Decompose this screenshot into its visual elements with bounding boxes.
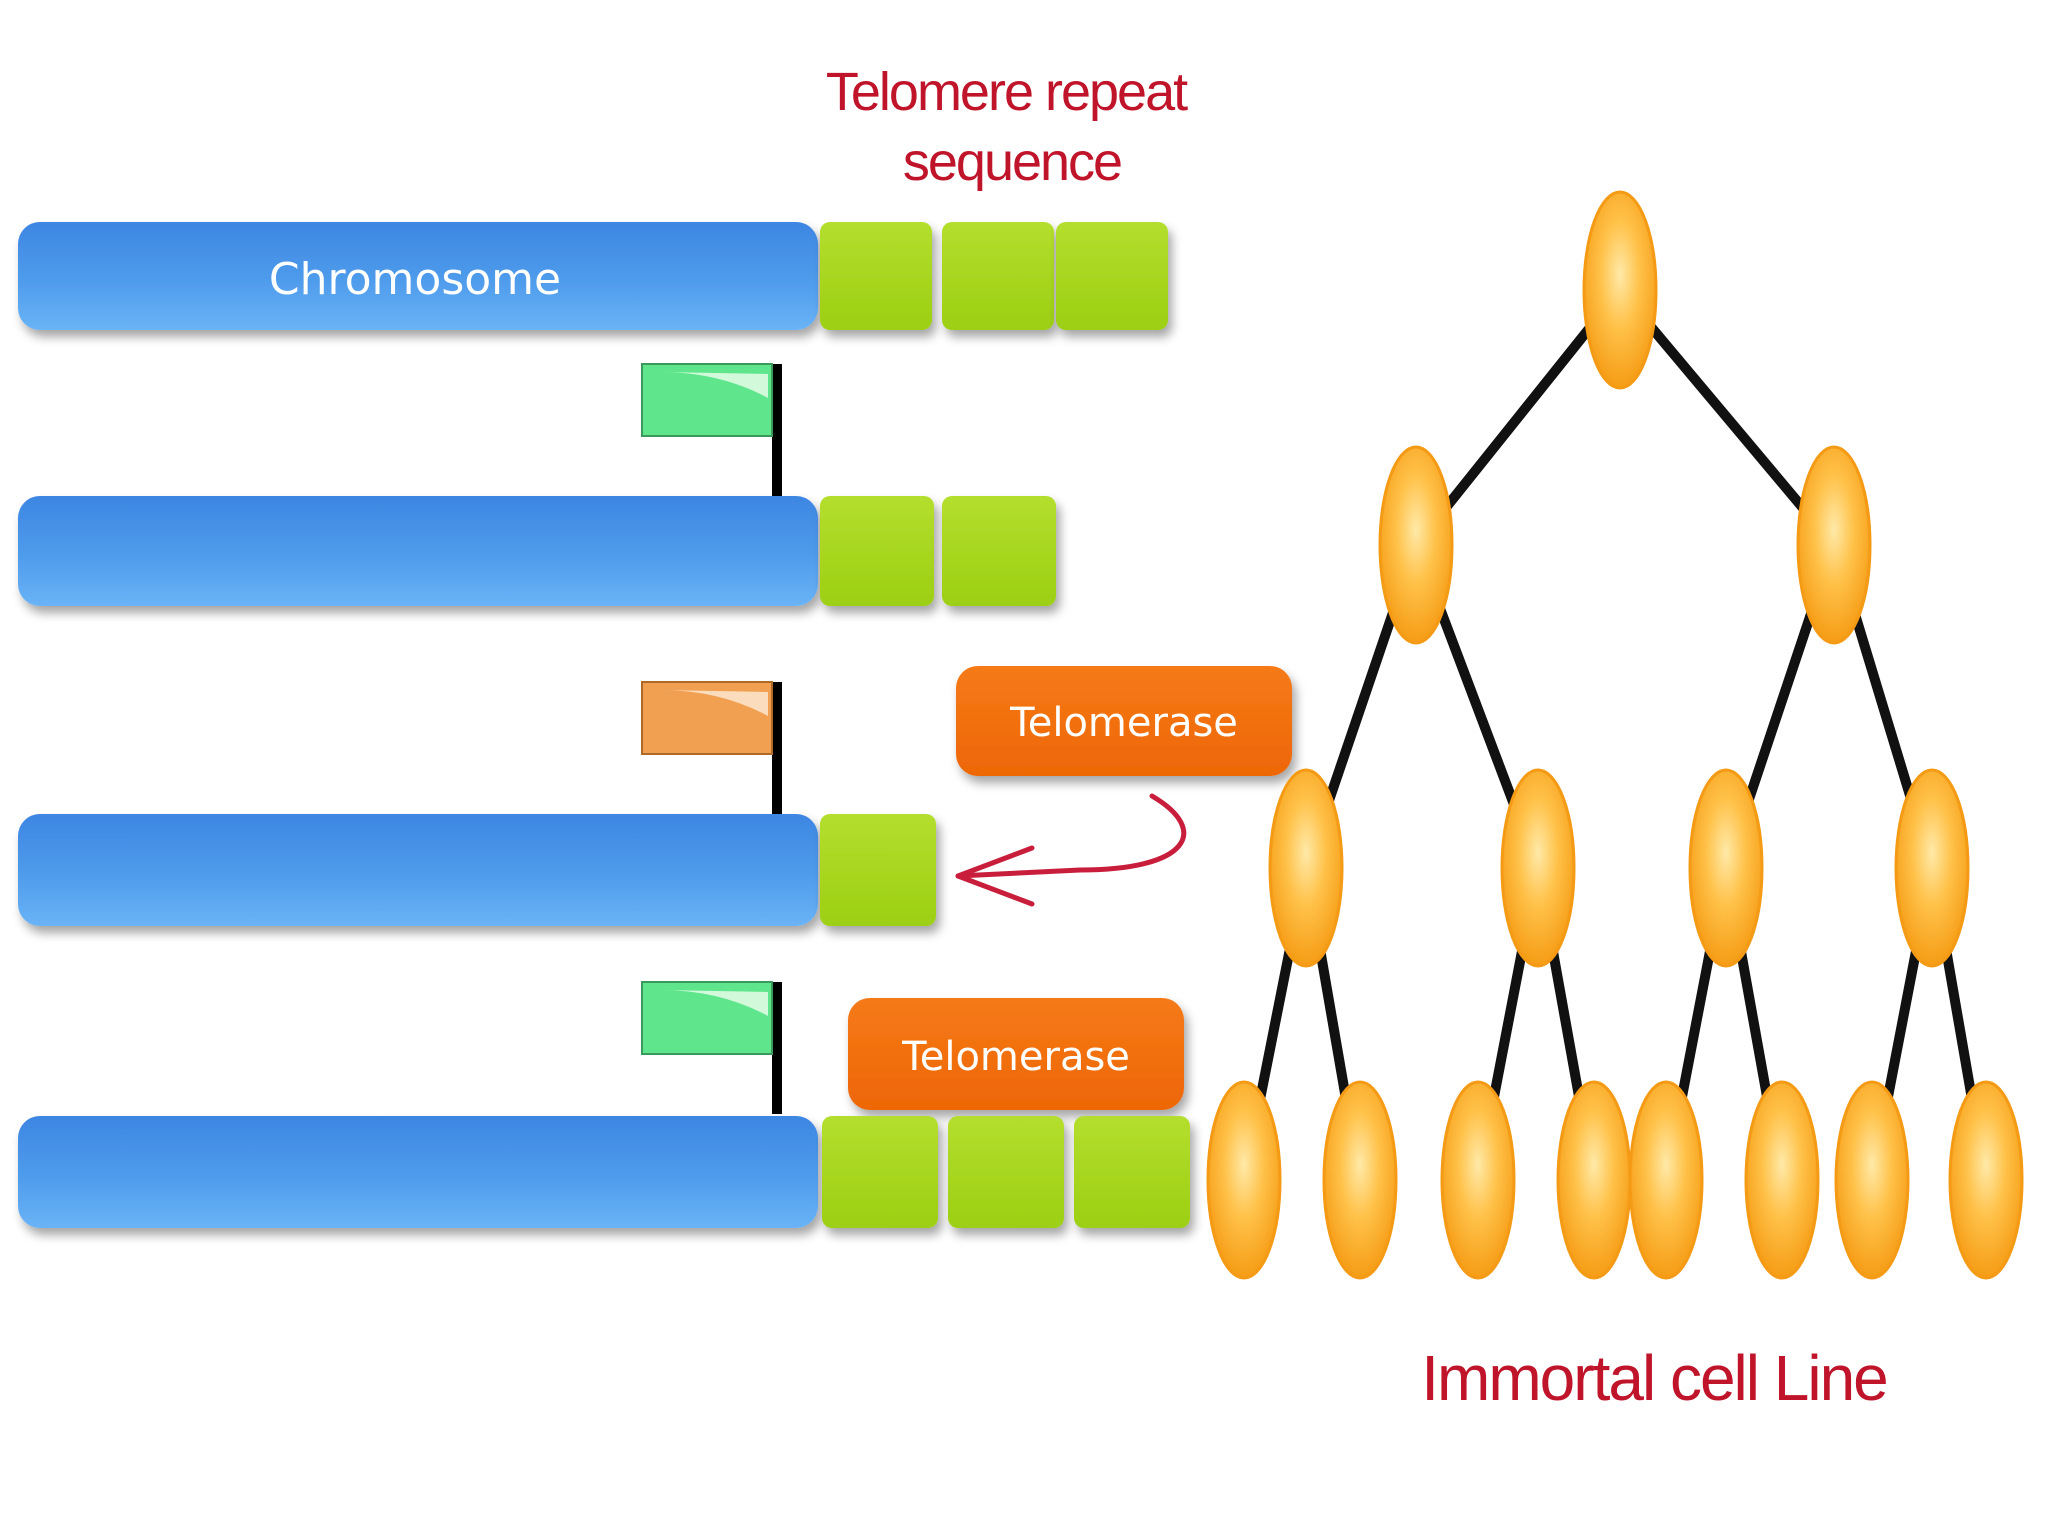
- telomere-block: [820, 496, 934, 606]
- cell-icon: [1628, 1080, 1704, 1280]
- telomere-block: [820, 222, 932, 330]
- orange-flag-icon: [641, 681, 782, 814]
- telomerase-label: Telomerase: [1009, 700, 1238, 746]
- telomere-block: [942, 222, 1054, 330]
- cell-icon: [1322, 1080, 1398, 1280]
- cell-icon: [1378, 445, 1454, 645]
- telomere-repeat-line1: Telomere repeat: [826, 62, 1188, 122]
- cell-icon: [1582, 190, 1658, 390]
- green-flag-icon: [641, 363, 782, 496]
- telomere-block: [1056, 222, 1168, 330]
- chromosome-bar: [18, 1116, 818, 1228]
- cell-icon: [1440, 1080, 1516, 1280]
- cell-icon: [1796, 445, 1872, 645]
- cell-icon: [1688, 768, 1764, 968]
- cell-icon: [1206, 1080, 1282, 1280]
- chromosome-row-2: [18, 363, 1056, 606]
- telomere-block: [822, 1116, 938, 1228]
- tree-branches: [1239, 285, 1991, 1185]
- cell-icon: [1744, 1080, 1820, 1280]
- cell-icon: [1556, 1080, 1632, 1280]
- chromosome-bar: [18, 814, 818, 926]
- chromosome-row-3: Telomerase: [18, 666, 1292, 926]
- chromosome-row-1: Chromosome: [18, 222, 1168, 330]
- telomere-repeat-line2: sequence: [903, 132, 1121, 192]
- cell-icon: [1834, 1080, 1910, 1280]
- chromosome-bar: [18, 222, 818, 330]
- telomere-block: [942, 496, 1056, 606]
- cell-icon: [1948, 1080, 2024, 1280]
- telomerase-label: Telomerase: [901, 1034, 1130, 1080]
- telomerase-box: [956, 666, 1292, 776]
- chromosome-row-4: Telomerase: [18, 981, 1190, 1228]
- telomerase-box: [848, 998, 1184, 1110]
- telomere-block: [820, 814, 936, 926]
- green-flag-icon: [641, 981, 782, 1114]
- telomere-repeat-label: Telomere repeat sequence: [826, 62, 1190, 192]
- cell-tree: [1206, 190, 2024, 1280]
- telomere-block: [948, 1116, 1064, 1228]
- cell-icon: [1500, 768, 1576, 968]
- telomere-block: [1074, 1116, 1190, 1228]
- chromosome-label: Chromosome: [269, 254, 561, 305]
- chromosome-bar: [18, 496, 818, 606]
- cell-icon: [1268, 768, 1344, 968]
- curved-arrow-icon: [955, 793, 1187, 907]
- cell-icon: [1894, 768, 1970, 968]
- immortal-cell-line-label: Immortal cell Line: [1421, 1342, 1887, 1414]
